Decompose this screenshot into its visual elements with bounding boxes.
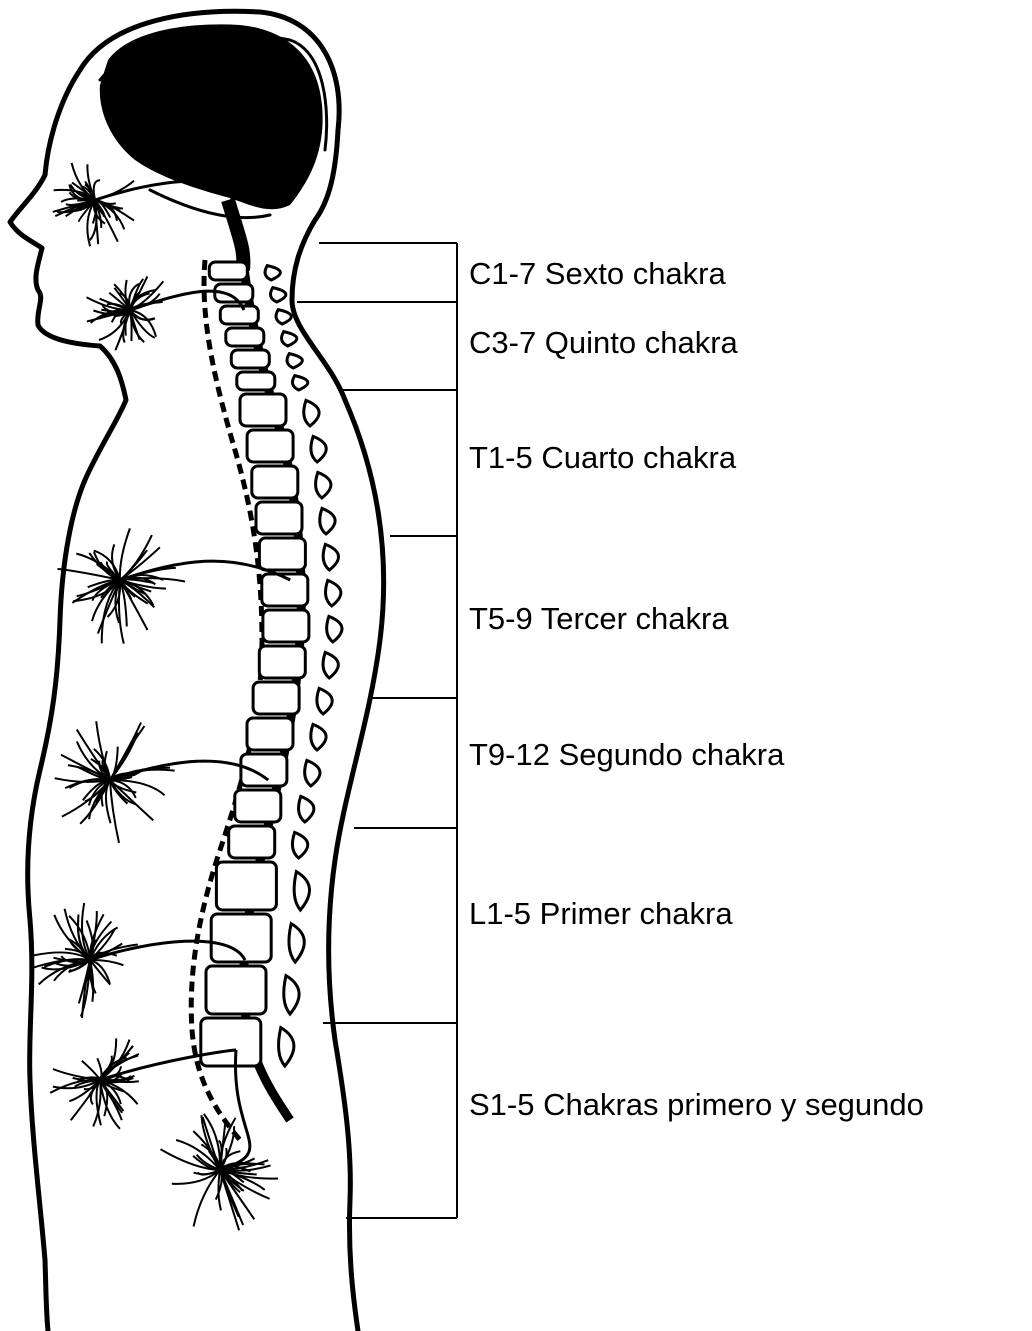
spinous-process: [294, 872, 309, 910]
vertebra: [256, 502, 302, 534]
spinous-process: [323, 544, 338, 570]
vertebra: [206, 966, 266, 1014]
nerve-branch: [130, 310, 132, 341]
label-t9-12: T9-12 Segundo chakra: [469, 739, 784, 770]
vertebra: [252, 466, 298, 498]
spinous-process: [284, 976, 299, 1014]
label-s1-5: S1-5 Chakras primero y segundo: [469, 1089, 924, 1120]
label-t1-5: T1-5 Cuarto chakra: [469, 442, 736, 473]
vertebra: [259, 538, 305, 570]
spinous-process: [271, 288, 286, 302]
vertebra: [229, 826, 275, 858]
vertebra: [259, 646, 305, 678]
spinous-process: [293, 376, 308, 390]
brain: [100, 24, 323, 270]
vertebra: [263, 610, 309, 642]
spinous-process: [265, 266, 280, 280]
spinous-process: [304, 400, 319, 426]
label-l1-5: L1-5 Primer chakra: [469, 898, 733, 929]
vertebra: [253, 682, 299, 714]
vertebra: [247, 718, 293, 750]
spinous-process: [323, 652, 338, 678]
spinous-process: [326, 580, 341, 606]
spinous-process: [311, 436, 326, 462]
spinous-process: [327, 616, 342, 642]
spinous-process: [292, 832, 307, 858]
label-c3-7: C3-7 Quinto chakra: [469, 327, 738, 358]
vertebra: [226, 328, 264, 346]
vertebra: [220, 306, 258, 324]
vertebra: [231, 350, 269, 368]
nerve-branch: [120, 578, 185, 581]
label-t5-9: T5-9 Tercer chakra: [469, 603, 729, 634]
spinous-process: [279, 1028, 294, 1066]
vertebra: [216, 862, 276, 910]
vertebra: [235, 790, 281, 822]
spinous-process: [317, 688, 332, 714]
spinous-process: [316, 472, 331, 498]
vertebra: [247, 430, 293, 462]
spinous-process: [282, 332, 297, 346]
vertebra: [237, 372, 275, 390]
spinous-process: [311, 724, 326, 750]
label-c1-7: C1-7 Sexto chakra: [469, 258, 726, 289]
spinous-process: [287, 354, 302, 368]
vertebra: [209, 262, 247, 280]
spinous-process: [299, 796, 314, 822]
spinous-process: [289, 924, 304, 962]
spinous-process: [276, 310, 291, 324]
spinous-process: [320, 508, 335, 534]
spinous-process: [305, 760, 320, 786]
vertebra: [201, 1018, 261, 1066]
vertebra: [241, 754, 287, 786]
vertebra: [240, 394, 286, 426]
